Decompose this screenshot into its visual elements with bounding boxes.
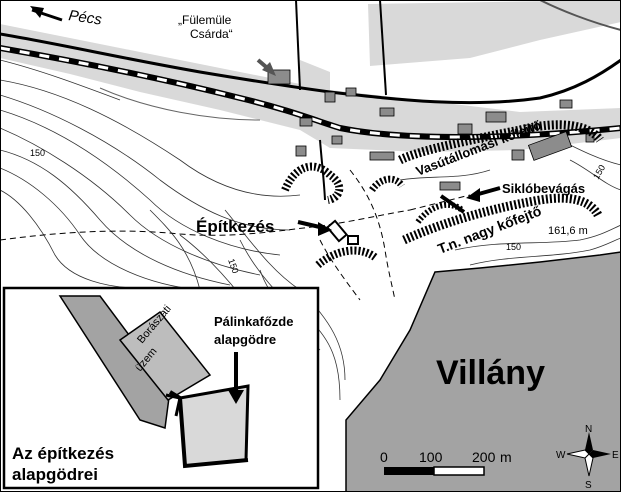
label-contour-150-a: 150 <box>30 148 45 158</box>
compass-w: W <box>556 450 566 461</box>
label-villany: Villány <box>436 354 545 392</box>
buildings <box>267 69 595 191</box>
compass-n: N <box>585 424 592 435</box>
inset-title-1: Az építkezés <box>12 444 114 463</box>
quarries <box>281 120 604 269</box>
label-contour-150-b: 150 <box>226 257 241 275</box>
inset-map <box>2 286 320 490</box>
arrows <box>30 6 501 236</box>
scale-unit: m <box>500 449 512 465</box>
construction-site-marker <box>325 219 359 245</box>
inset-label-palinka-1: Pálinkafőzde <box>214 314 293 329</box>
label-contour-150-c: 150 <box>506 242 521 252</box>
label-nagy: T.n. nagy kőfejtő <box>435 203 543 257</box>
label-epitkezes: Építkezés <box>196 217 274 236</box>
compass-s: S <box>585 480 592 491</box>
label-csarda-1: „Fülemüle <box>178 13 232 27</box>
inset-title-2: alapgödrei <box>12 465 98 484</box>
villany-town-area <box>345 251 621 492</box>
scale-tick-100: 100 <box>419 449 443 465</box>
scale-tick-200: 200 <box>472 449 496 465</box>
inset-label-palinka-2: alapgödre <box>214 332 276 347</box>
label-elevation: 161,6 m <box>548 225 588 237</box>
compass-e: E <box>612 450 619 461</box>
label-contour-150-d: 150 <box>591 163 607 181</box>
scale-bar <box>384 466 485 476</box>
label-csarda-2: Csárda“ <box>190 27 233 41</box>
compass-icon <box>566 432 611 477</box>
label-pecs: Pécs <box>67 7 103 29</box>
label-siklo: Siklóbevágás <box>502 181 585 196</box>
scale-tick-0: 0 <box>380 449 388 465</box>
